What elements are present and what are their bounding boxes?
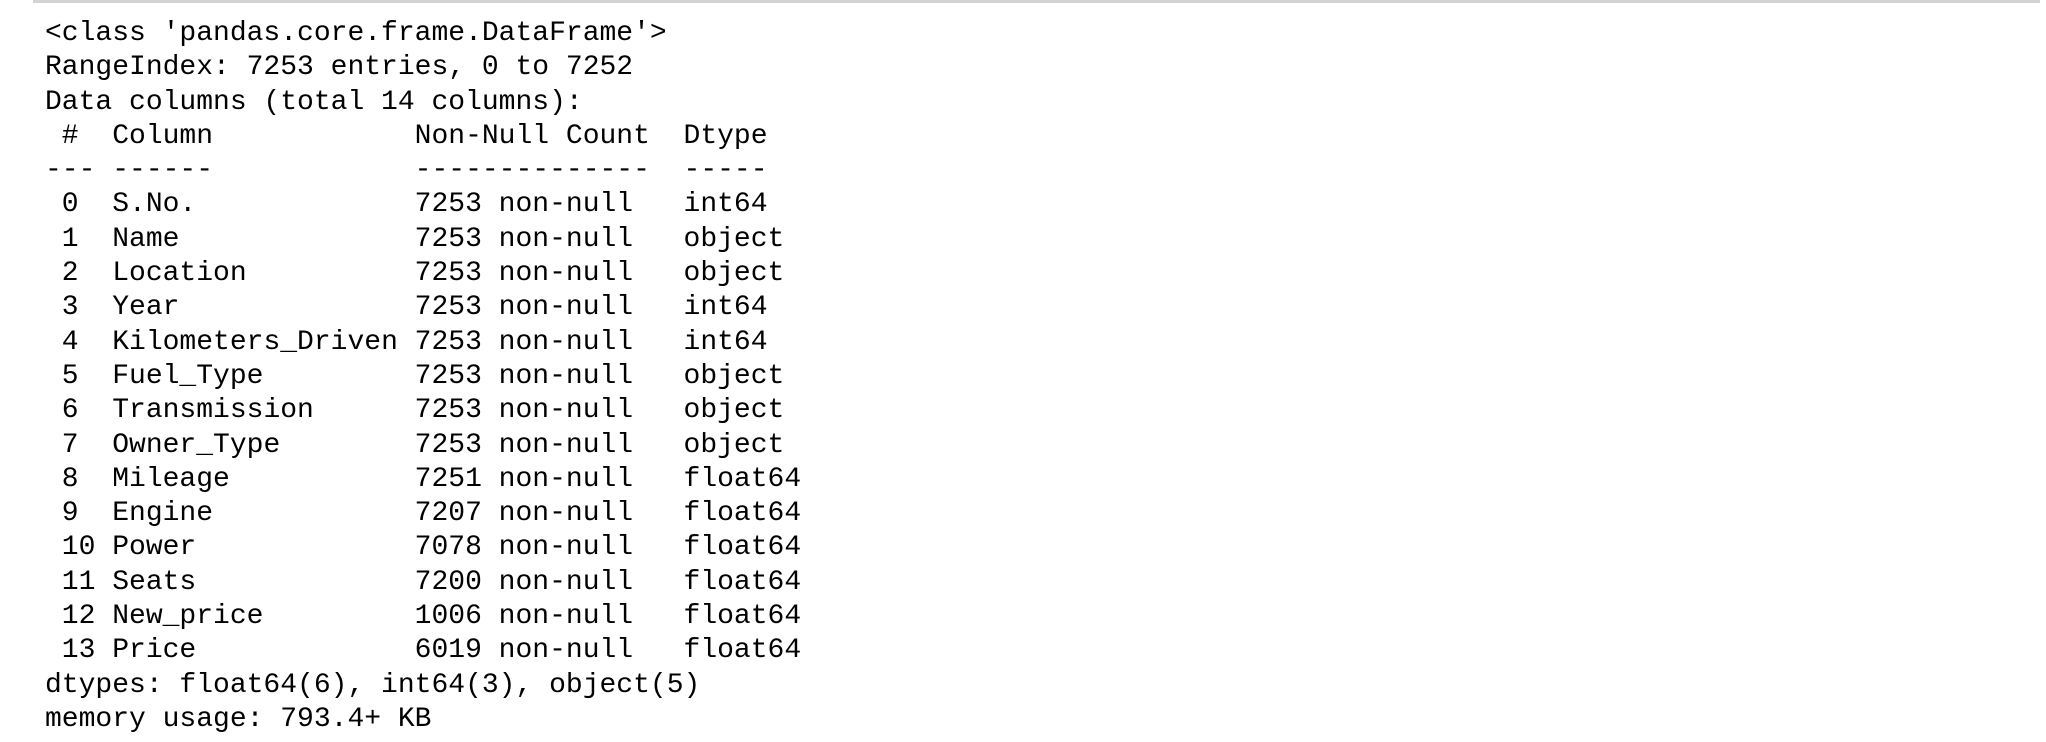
- row-index: 1: [45, 223, 113, 255]
- row-column-name: Power: [112, 532, 415, 564]
- row-column-name: S.No.: [112, 189, 415, 221]
- row-dtype: object: [683, 258, 785, 290]
- table-row: 5 Fuel_Type 7253 non-null object: [45, 360, 801, 394]
- table-header: # Column Non-Null Count Dtype: [45, 120, 801, 154]
- row-index: 8: [45, 463, 113, 495]
- row-column-name: Name: [112, 223, 415, 255]
- table-row: 9 Engine 7207 non-null float64: [45, 497, 801, 531]
- row-dtype: int64: [683, 326, 768, 358]
- row-non-null-count: 7200 non-null: [414, 566, 684, 598]
- table-row: 1 Name 7253 non-null object: [45, 223, 801, 257]
- table-row: 11 Seats 7200 non-null float64: [45, 566, 801, 600]
- row-non-null-count: 7253 non-null: [414, 326, 684, 358]
- row-column-name: Year: [112, 292, 415, 324]
- cell-output-top-border: [33, 0, 2040, 3]
- table-row: 8 Mileage 7251 non-null float64: [45, 463, 801, 497]
- table-separator: --- ------ -------------- -----: [45, 154, 801, 188]
- table-row: 0 S.No. 7253 non-null int64: [45, 188, 801, 222]
- row-non-null-count: 7253 non-null: [414, 360, 684, 392]
- row-dtype: object: [683, 223, 785, 255]
- row-dtype: float64: [683, 566, 802, 598]
- row-non-null-count: 7253 non-null: [414, 189, 684, 221]
- row-dtype: float64: [683, 601, 802, 633]
- row-index: 7: [45, 429, 113, 461]
- row-column-name: Seats: [112, 566, 415, 598]
- table-row: 7 Owner_Type 7253 non-null object: [45, 429, 801, 463]
- row-non-null-count: 1006 non-null: [414, 601, 684, 633]
- row-non-null-count: 7207 non-null: [414, 498, 684, 530]
- row-index: 10: [45, 532, 113, 564]
- row-non-null-count: 6019 non-null: [414, 635, 684, 667]
- row-column-name: Transmission: [112, 395, 415, 427]
- row-dtype: int64: [683, 292, 768, 324]
- separator-column: ------: [112, 155, 415, 187]
- row-non-null-count: 7251 non-null: [414, 463, 684, 495]
- table-row: 3 Year 7253 non-null int64: [45, 291, 801, 325]
- row-non-null-count: 7253 non-null: [414, 223, 684, 255]
- row-dtype: int64: [683, 189, 768, 221]
- row-dtype: float64: [683, 463, 802, 495]
- row-dtype: object: [683, 429, 785, 461]
- separator-non-null-count: --------------: [414, 155, 684, 187]
- row-index: 2: [45, 258, 113, 290]
- separator-index: ---: [45, 155, 113, 187]
- row-non-null-count: 7253 non-null: [414, 258, 684, 290]
- table-row: 13 Price 6019 non-null float64: [45, 634, 801, 668]
- row-dtype: float64: [683, 532, 802, 564]
- row-dtype: object: [683, 360, 785, 392]
- table-rows: 0 S.No. 7253 non-null int64 1 Name 7253 …: [45, 188, 801, 668]
- row-index: 6: [45, 395, 113, 427]
- row-column-name: Location: [112, 258, 415, 290]
- row-non-null-count: 7253 non-null: [414, 395, 684, 427]
- row-index: 12: [45, 601, 113, 633]
- header-non-null-count: Non-Null Count: [414, 120, 684, 152]
- row-column-name: Engine: [112, 498, 415, 530]
- row-dtype: object: [683, 395, 785, 427]
- row-column-name: Owner_Type: [112, 429, 415, 461]
- dtypes-line: dtypes: float64(6), int64(3), object(5): [45, 669, 701, 701]
- row-column-name: Kilometers_Driven: [112, 326, 415, 358]
- row-index: 4: [45, 326, 113, 358]
- table-row: 6 Transmission 7253 non-null object: [45, 394, 801, 428]
- table-row: 2 Location 7253 non-null object: [45, 257, 801, 291]
- row-index: 11: [45, 566, 113, 598]
- class-line: <class 'pandas.core.frame.DataFrame'>: [45, 18, 667, 49]
- separator-dtype: -----: [683, 155, 768, 187]
- row-non-null-count: 7253 non-null: [414, 429, 684, 461]
- table-row: 4 Kilometers_Driven 7253 non-null int64: [45, 326, 801, 360]
- row-column-name: New_price: [112, 601, 415, 633]
- range-index-line: RangeIndex: 7253 entries, 0 to 7252: [45, 52, 634, 84]
- row-index: 9: [45, 498, 113, 530]
- row-column-name: Price: [112, 635, 415, 667]
- row-non-null-count: 7078 non-null: [414, 532, 684, 564]
- table-row: 10 Power 7078 non-null float64: [45, 531, 801, 565]
- row-column-name: Fuel_Type: [112, 360, 415, 392]
- row-dtype: float64: [683, 498, 802, 530]
- row-dtype: float64: [683, 635, 802, 667]
- row-non-null-count: 7253 non-null: [414, 292, 684, 324]
- header-index: #: [45, 120, 113, 152]
- table-row: 12 New_price 1006 non-null float64: [45, 600, 801, 634]
- row-index: 13: [45, 635, 113, 667]
- header-column: Column: [112, 120, 415, 152]
- row-index: 5: [45, 360, 113, 392]
- row-index: 0: [45, 189, 113, 221]
- row-column-name: Mileage: [112, 463, 415, 495]
- header-dtype: Dtype: [683, 120, 768, 152]
- data-columns-line: Data columns (total 14 columns):: [45, 86, 583, 118]
- dataframe-info-output: <class 'pandas.core.frame.DataFrame'>Ran…: [45, 17, 801, 737]
- memory-usage-line: memory usage: 793.4+ KB: [45, 703, 432, 735]
- row-index: 3: [45, 292, 113, 324]
